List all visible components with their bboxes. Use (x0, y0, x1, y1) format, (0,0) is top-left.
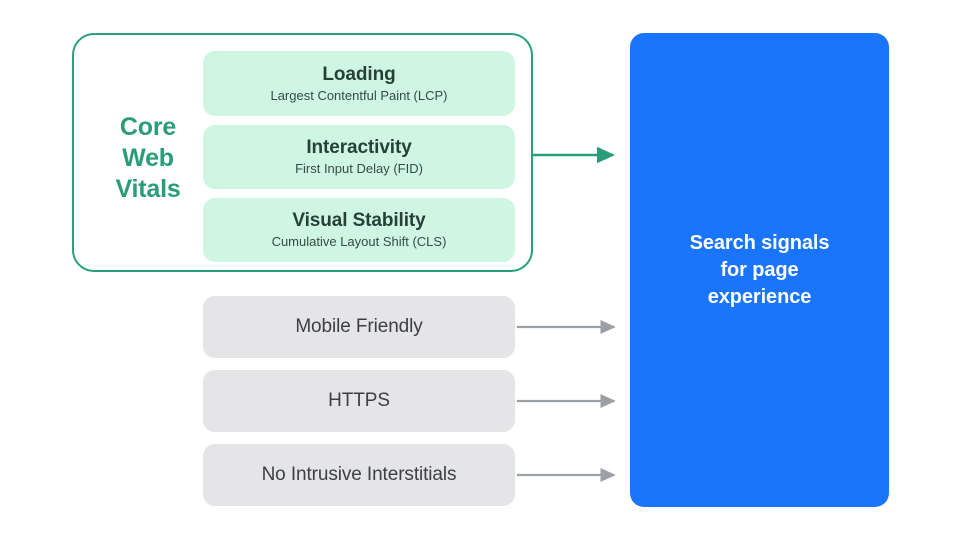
signal-label: No Intrusive Interstitials (261, 464, 457, 485)
vital-subtitle: Largest Contentful Paint (LCP) (270, 87, 448, 103)
vital-subtitle: First Input Delay (FID) (295, 161, 423, 176)
destination-label: Search signals for page experience (689, 231, 830, 308)
vital-card-interactivity: Interactivity First Input Delay (FID) (203, 125, 515, 189)
core-web-vitals-group (72, 33, 533, 272)
signal-card-https: HTTPS (203, 370, 515, 432)
vital-title: Loading (322, 63, 396, 85)
vital-title: Visual Stability (292, 210, 426, 231)
destination-box-search-signals: Search signals for page experience (630, 33, 889, 507)
signal-label: Mobile Friendly (295, 316, 423, 337)
vital-card-loading: Loading Largest Contentful Paint (LCP) (203, 51, 515, 116)
core-web-vitals-group-label: Core Web Vitals (115, 113, 181, 203)
vital-card-visual-stability: Visual Stability Cumulative Layout Shift… (203, 198, 515, 262)
signal-card-mobile-friendly: Mobile Friendly (203, 296, 515, 358)
signal-card-no-intrusive-interstitials: No Intrusive Interstitials (203, 444, 515, 506)
signal-label: HTTPS (328, 390, 390, 411)
vital-subtitle: Cumulative Layout Shift (CLS) (271, 234, 447, 249)
vital-title: Interactivity (306, 137, 412, 158)
